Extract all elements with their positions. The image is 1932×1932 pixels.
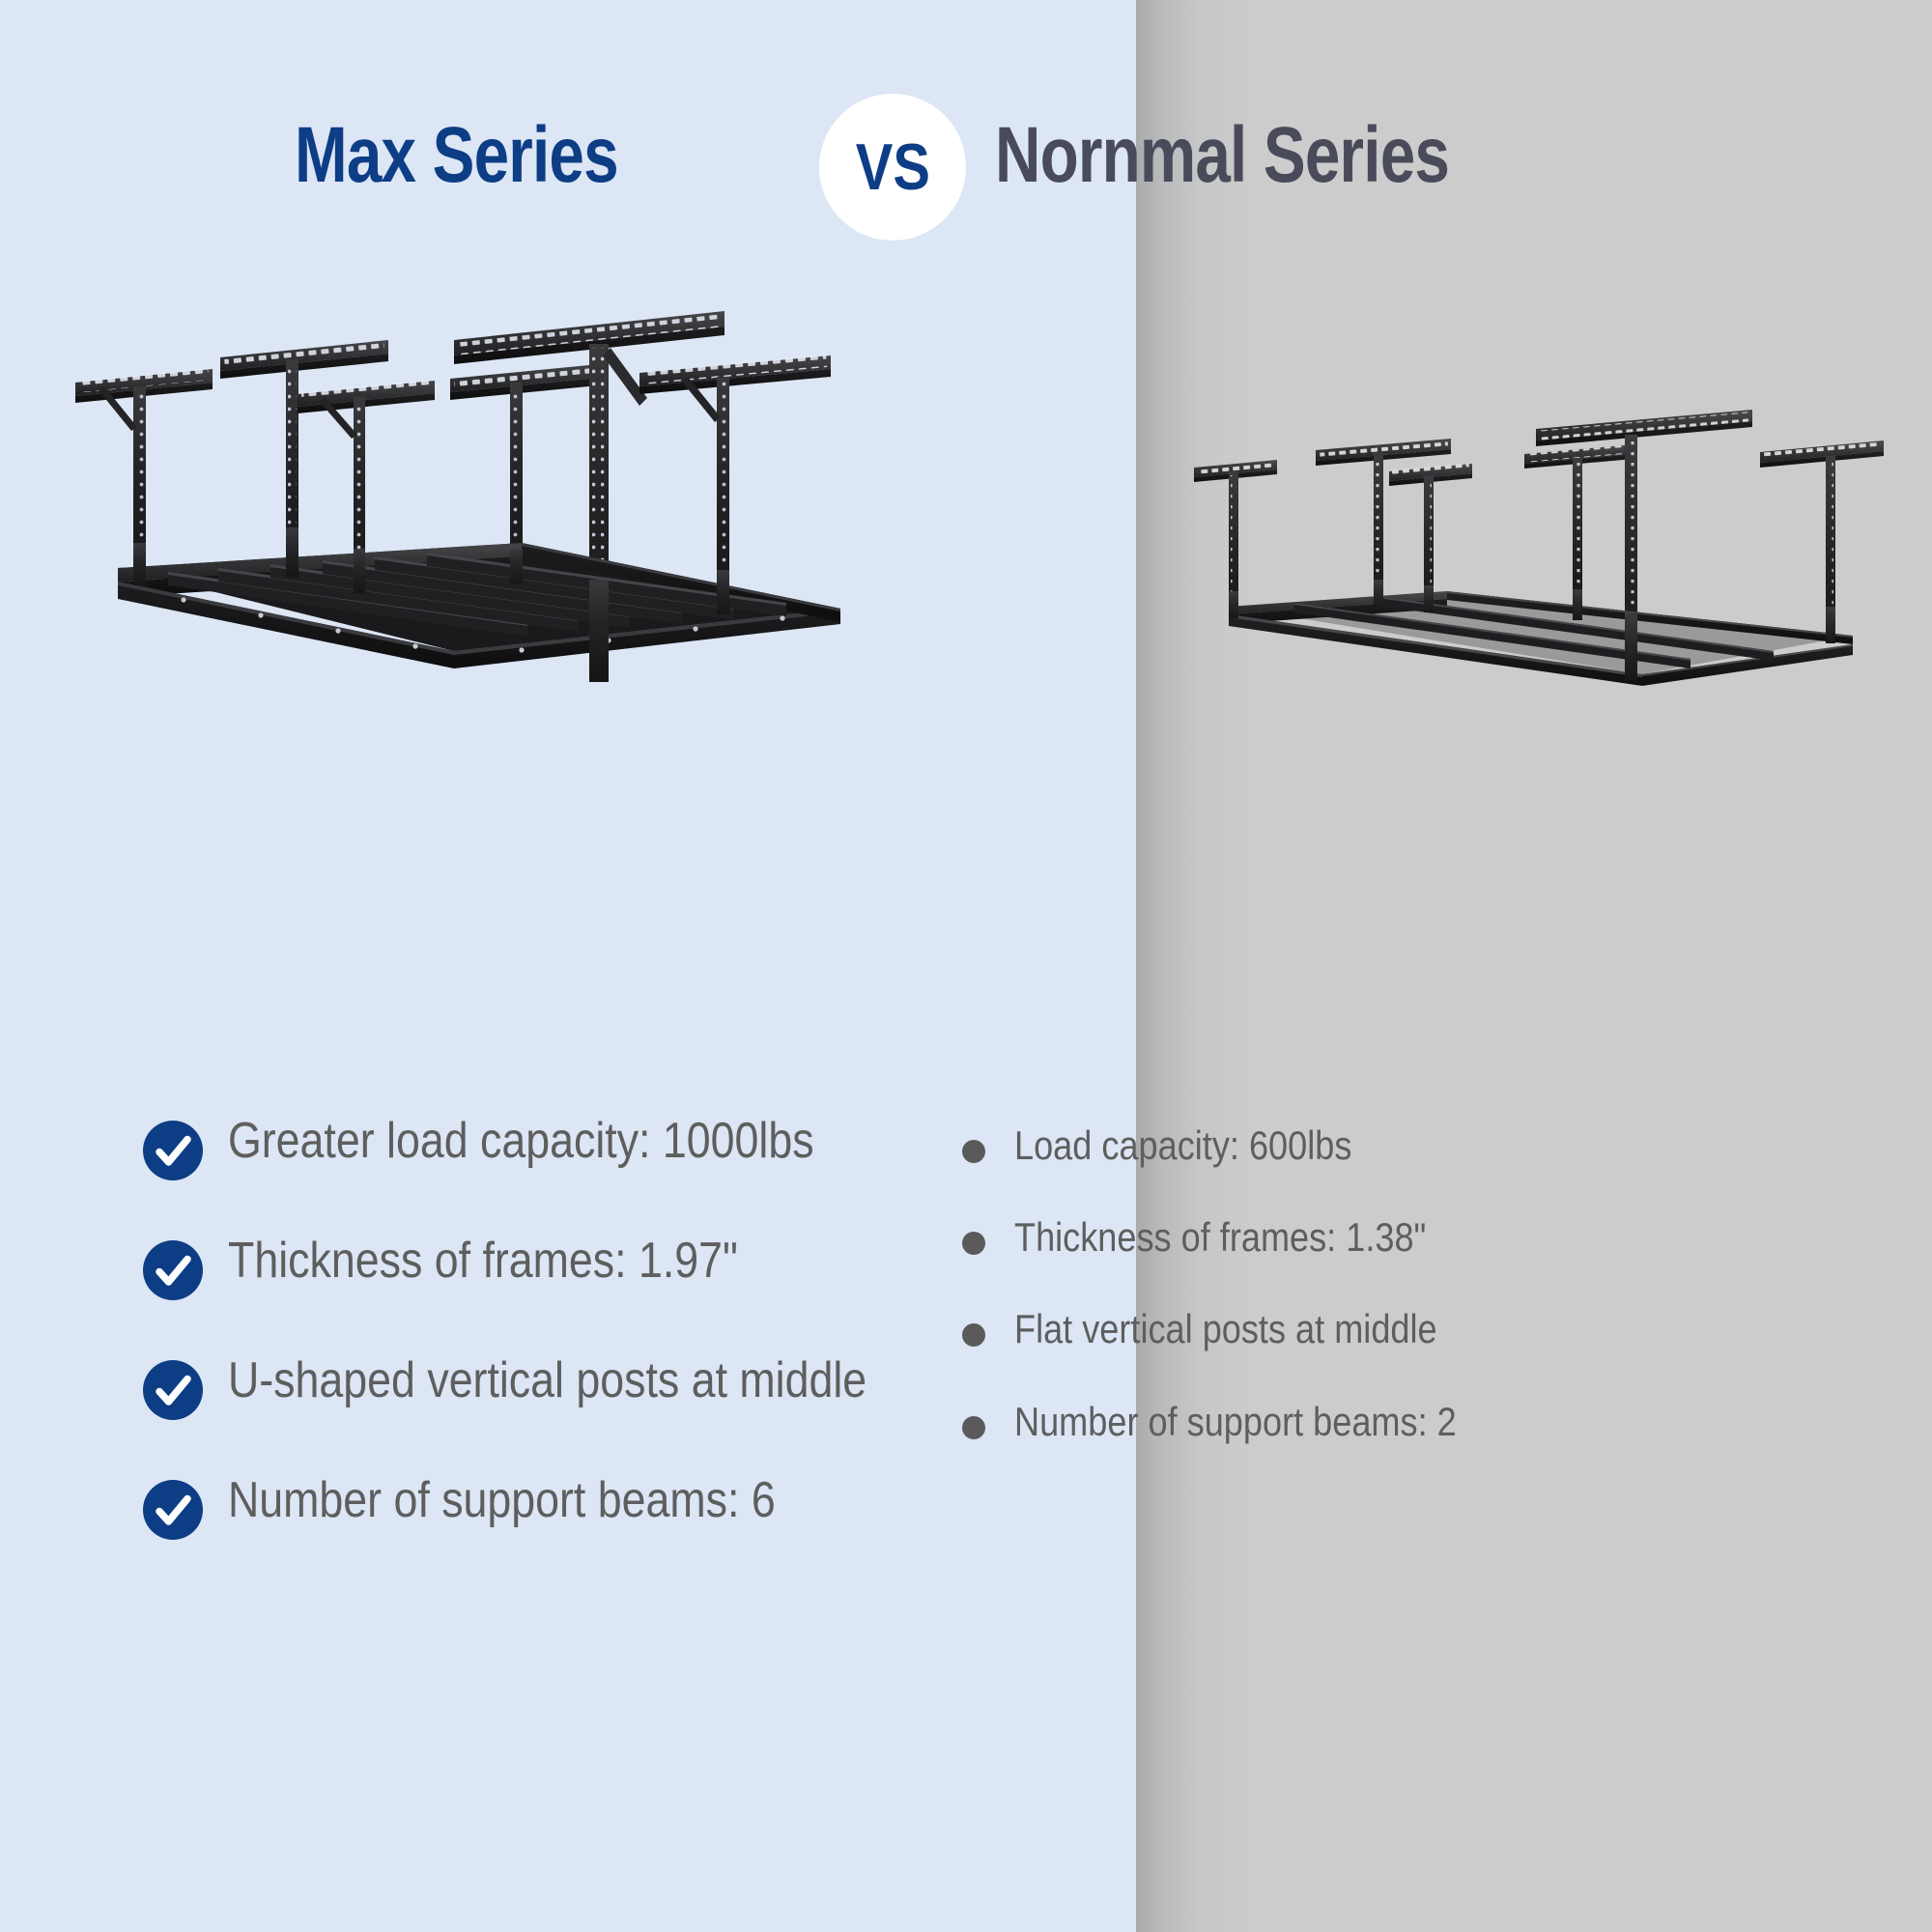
list-item: U-shaped vertical posts at middle xyxy=(143,1350,993,1420)
ceiling-bracket xyxy=(639,355,831,604)
list-item-label: Load capacity: 600lbs xyxy=(1014,1122,1352,1168)
vs-badge: VS xyxy=(819,94,966,241)
list-item: Number of support beams: 6 xyxy=(143,1470,993,1540)
bullet-dot-icon xyxy=(962,1140,985,1163)
page-title-max-series: Max Series xyxy=(295,111,619,199)
page-title-normal-series: Nornmal Series xyxy=(995,111,1450,199)
list-item-label: Greater load capacity: 1000lbs xyxy=(228,1113,814,1169)
bullet-dot-icon xyxy=(962,1415,985,1439)
list-item: Greater load capacity: 1000lbs xyxy=(143,1111,993,1180)
ceiling-bracket xyxy=(75,368,213,570)
list-item-label: Flat vertical posts at middle xyxy=(1014,1306,1437,1352)
check-icon xyxy=(143,1240,203,1300)
ceiling-bracket xyxy=(450,362,609,581)
right-panel-normal-series xyxy=(1136,0,1932,1932)
support-beams xyxy=(1294,596,1774,668)
normal-series-product-image xyxy=(1188,406,1903,724)
ceiling-bracket xyxy=(298,379,435,590)
list-item-label: Thickness of frames: 1.38" xyxy=(1014,1214,1427,1261)
vs-label: VS xyxy=(855,130,930,204)
list-item: Number of support beams: 2 xyxy=(962,1397,1580,1446)
list-item: Load capacity: 600lbs xyxy=(962,1121,1580,1170)
list-item-label: U-shaped vertical posts at middle xyxy=(228,1352,867,1408)
list-item: Thickness of frames: 1.97" xyxy=(143,1231,993,1300)
ceiling-bracket xyxy=(1316,439,1451,611)
normal-series-feature-list: Load capacity: 600lbs Thickness of frame… xyxy=(962,1121,1580,1489)
list-item: Flat vertical posts at middle xyxy=(962,1304,1580,1353)
bullet-dot-icon xyxy=(962,1232,985,1256)
check-icon xyxy=(143,1480,203,1540)
rack-deck xyxy=(1229,591,1853,686)
left-panel-max-series xyxy=(0,0,1136,1932)
check-icon xyxy=(143,1121,203,1180)
ceiling-bracket xyxy=(1524,444,1634,605)
check-icon xyxy=(143,1360,203,1420)
max-series-product-image xyxy=(68,290,889,734)
ceiling-bracket xyxy=(1389,463,1472,611)
rack-deck xyxy=(118,543,840,668)
list-item: Thickness of frames: 1.38" xyxy=(962,1212,1580,1262)
ceiling-bracket xyxy=(1760,440,1884,639)
list-item-label: Number of support beams: 6 xyxy=(228,1472,776,1528)
bullet-dot-icon xyxy=(962,1323,985,1348)
max-series-feature-list: Greater load capacity: 1000lbs Thickness… xyxy=(143,1111,993,1590)
list-item-label: Number of support beams: 2 xyxy=(1014,1398,1457,1444)
ceiling-bracket xyxy=(1194,459,1277,612)
list-item-label: Thickness of frames: 1.97" xyxy=(228,1233,738,1289)
